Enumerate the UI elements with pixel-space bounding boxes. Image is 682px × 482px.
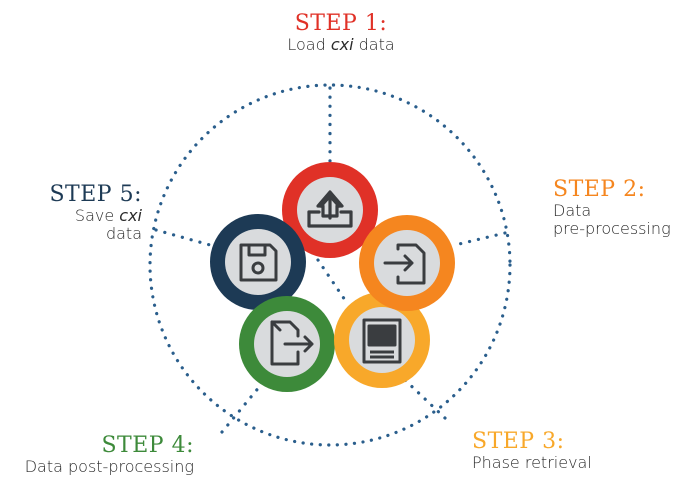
step5-label: STEP 5: Save cxi data (20, 182, 142, 243)
spoke-step5 (154, 228, 212, 247)
step4-label: STEP 4: Data post-processing (8, 433, 194, 477)
step3-description: Phase retrieval (472, 453, 592, 473)
floppy-disk-icon (239, 243, 278, 282)
step1-desc-em: cxi (330, 35, 354, 55)
step3-node (334, 292, 430, 388)
step5-node (210, 214, 306, 310)
step3-title: STEP 3: (472, 429, 565, 454)
spoke-step4 (220, 378, 267, 434)
file-import-icon (383, 243, 426, 285)
step1-description: Load cxi data (0, 36, 682, 54)
step5-title: STEP 5: (49, 182, 142, 207)
step1-desc-post: data (353, 35, 395, 55)
step1-desc-pre: Load (287, 35, 331, 55)
step5-desc-line2: data (105, 223, 142, 243)
computer-icon (362, 318, 402, 364)
step5-desc-line1: Save cxi (20, 207, 142, 225)
step2-title: STEP 2: (553, 177, 646, 202)
step5-desc-pre: Save (74, 206, 120, 226)
step5-desc-em: cxi (119, 206, 142, 226)
step2-desc-line1: Data (553, 201, 592, 221)
spoke-inner (316, 258, 347, 302)
step4-title: STEP 4: (101, 433, 194, 458)
step2-label: STEP 2: Data pre-processing (553, 177, 671, 238)
step3-label: STEP 3: Phase retrieval (472, 429, 592, 473)
outer-dotted-ring (148, 83, 512, 447)
step4-description: Data post-processing (24, 457, 194, 477)
file-export-icon (270, 320, 314, 366)
dotted-spokes (154, 86, 507, 434)
step1-title: STEP 1: (294, 11, 388, 36)
spoke-step3 (403, 378, 447, 420)
step4-node (239, 296, 335, 392)
upload-tray-icon (307, 190, 353, 228)
spoke-step2 (453, 231, 507, 247)
step1-node (282, 162, 378, 258)
step2-desc-line2: pre-processing (553, 218, 671, 238)
step1-label: STEP 1: Load cxi data (0, 11, 682, 54)
step2-node (359, 215, 455, 311)
